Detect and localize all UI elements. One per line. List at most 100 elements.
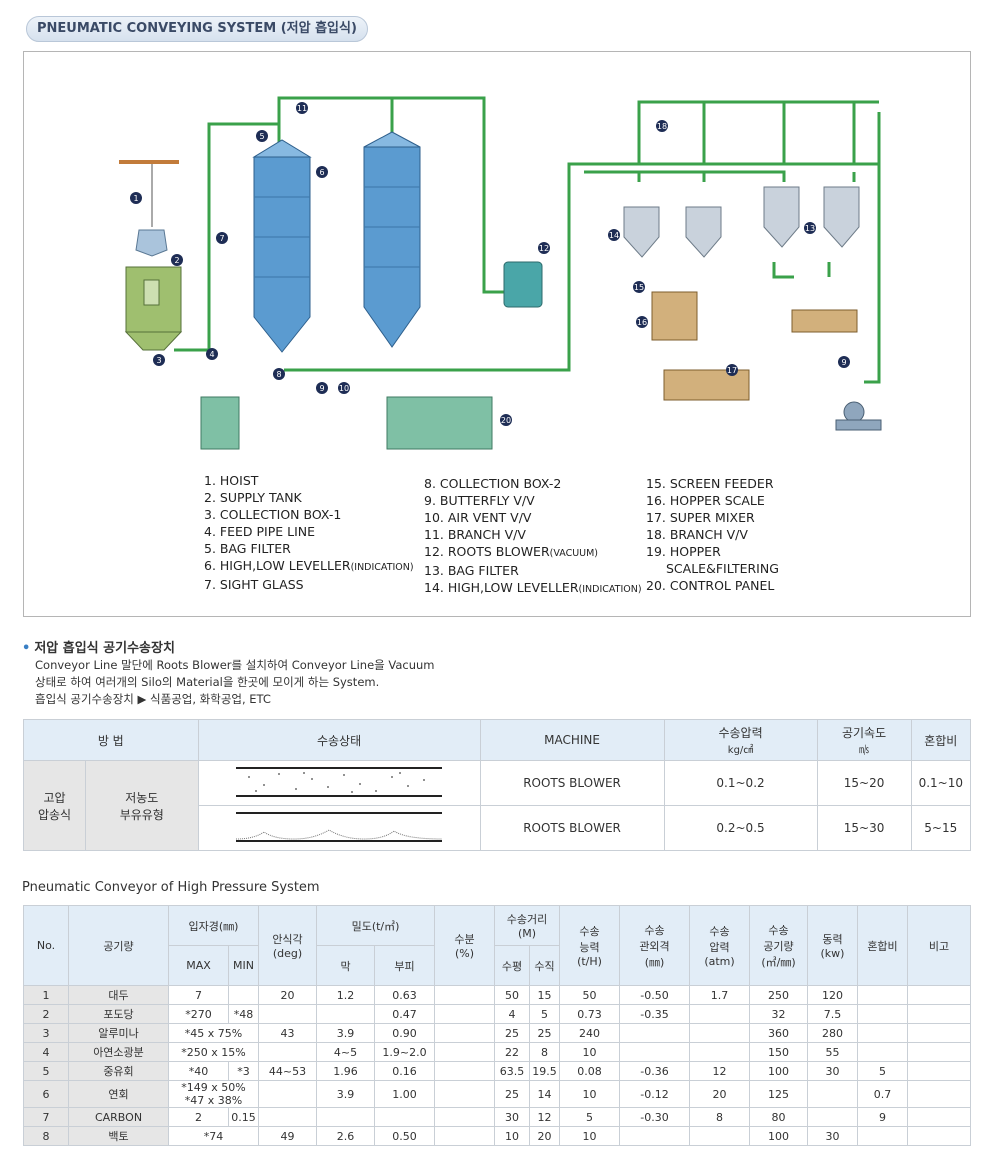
hopper-scale-icon (651, 291, 698, 341)
legend-item: SCALE&FILTERING (666, 561, 779, 576)
cell: 150 (749, 1042, 808, 1062)
cell: 22 (494, 1042, 530, 1062)
cell (907, 985, 971, 1005)
col-header: 비고 (907, 905, 971, 986)
section-heading: •저압 흡입식 공기수송장치 (22, 641, 175, 656)
cell: 0.47 (374, 1004, 435, 1024)
col-header: 수평 (494, 945, 530, 986)
table-row: 2 포도당 *270 *48 0.47 4 5 0.73 -0.35 32 7.… (23, 1004, 971, 1024)
cell: 1.96 (316, 1061, 375, 1081)
cell: 20 (258, 985, 317, 1005)
col-header: MAX (168, 945, 229, 986)
cell (857, 985, 908, 1005)
legend-item: 15. SCREEN FEEDER (646, 476, 774, 491)
cell (907, 1107, 971, 1127)
table-row: 8 백토 *74 49 2.6 0.50 10 20 10 100 30 (23, 1126, 971, 1146)
section-text: Conveyor Line 말단에 Roots Blower를 설치하여 Con… (35, 658, 435, 672)
speed-cell: 15~20 (816, 760, 912, 806)
cell: 알루미나 (68, 1023, 169, 1043)
dilute-flow-icon (236, 766, 443, 797)
cell: 30 (807, 1061, 858, 1081)
cell (857, 1004, 908, 1024)
cell: 1.2 (316, 985, 375, 1005)
svg-text:6: 6 (319, 168, 324, 177)
cell: 3.9 (316, 1080, 375, 1108)
cell: 49 (258, 1126, 317, 1146)
cell: 0.73 (559, 1004, 620, 1024)
cell: 20 (689, 1080, 750, 1108)
cell: 5 (559, 1107, 620, 1127)
cell: 15 (529, 985, 560, 1005)
legend-item: 3. COLLECTION BOX-1 (204, 507, 342, 522)
col-header: MIN (228, 945, 259, 986)
cell: 5 (23, 1061, 69, 1081)
super-mixer-icon (791, 309, 858, 333)
cell: -0.12 (619, 1080, 690, 1108)
cell: *250 x 15% (168, 1042, 259, 1062)
cell: 포도당 (68, 1004, 169, 1024)
svg-text:11: 11 (297, 104, 307, 113)
cell: 9 (857, 1107, 908, 1127)
cell (434, 1126, 495, 1146)
section-text: 상태로 하여 여러개의 Silo의 Material을 한곳에 모이게 하는 S… (35, 675, 380, 689)
svg-text:15: 15 (634, 283, 644, 292)
svg-text:17: 17 (727, 366, 737, 375)
col-header: 밀도(t/㎥) (316, 905, 435, 946)
cell: 280 (807, 1023, 858, 1043)
hopper-icon (763, 186, 800, 248)
cell: 20 (529, 1126, 560, 1146)
svg-text:8: 8 (276, 370, 281, 379)
legend-col-1: 1. HOIST 2. SUPPLY TANK 3. COLLECTION BO… (204, 472, 414, 593)
svg-text:7: 7 (219, 234, 224, 243)
cell: -0.30 (619, 1107, 690, 1127)
cell: 1.7 (689, 985, 750, 1005)
cell: 14 (529, 1080, 560, 1108)
cell: 7 (23, 1107, 69, 1127)
cell (907, 1061, 971, 1081)
col-header: 부피 (374, 945, 435, 986)
cell: 0.08 (559, 1061, 620, 1081)
legend-item: 11. BRANCH V/V (424, 527, 526, 542)
cell: 7.5 (807, 1004, 858, 1024)
cell (619, 1023, 690, 1043)
cell (907, 1080, 971, 1108)
machine-cell: ROOTS BLOWER (479, 760, 665, 806)
legend-item: 4. FEED PIPE LINE (204, 524, 316, 539)
table-row: 5 중유회 *40 *3 44~53 1.96 0.16 63.5 19.5 0… (23, 1061, 971, 1081)
cell: 2 (23, 1004, 69, 1024)
svg-text:13: 13 (805, 224, 815, 233)
dune-flow-icon (236, 811, 443, 842)
cell: 30 (807, 1126, 858, 1146)
cell: 12 (689, 1061, 750, 1081)
col-header: 수송거리(M) (494, 905, 560, 946)
cell: -0.36 (619, 1061, 690, 1081)
cell: 5 (529, 1004, 560, 1024)
cell: 8 (689, 1107, 750, 1127)
cell: 4 (23, 1042, 69, 1062)
cell (857, 1023, 908, 1043)
cell: 30 (494, 1107, 530, 1127)
svg-text:3: 3 (156, 356, 161, 365)
cell: 55 (807, 1042, 858, 1062)
cell: 10 (559, 1080, 620, 1108)
cell: 32 (749, 1004, 808, 1024)
cell (258, 1080, 317, 1108)
roots-blower-icon (503, 261, 543, 308)
legend-item: 6. HIGH,LOW LEVELLER(INDICATION) (204, 558, 414, 573)
cell (434, 1004, 495, 1024)
legend-item: 18. BRANCH V/V (646, 527, 748, 542)
cell (316, 1004, 375, 1024)
ratio-cell: 5~15 (910, 805, 972, 851)
cell: *74 (168, 1126, 259, 1146)
hopper-icon (685, 206, 722, 258)
col-header: 막 (316, 945, 375, 986)
cell (374, 1107, 435, 1127)
cell (258, 1107, 317, 1127)
col-header: 공기량 (68, 905, 169, 986)
cell: 1.00 (374, 1080, 435, 1108)
cell: 1 (23, 985, 69, 1005)
